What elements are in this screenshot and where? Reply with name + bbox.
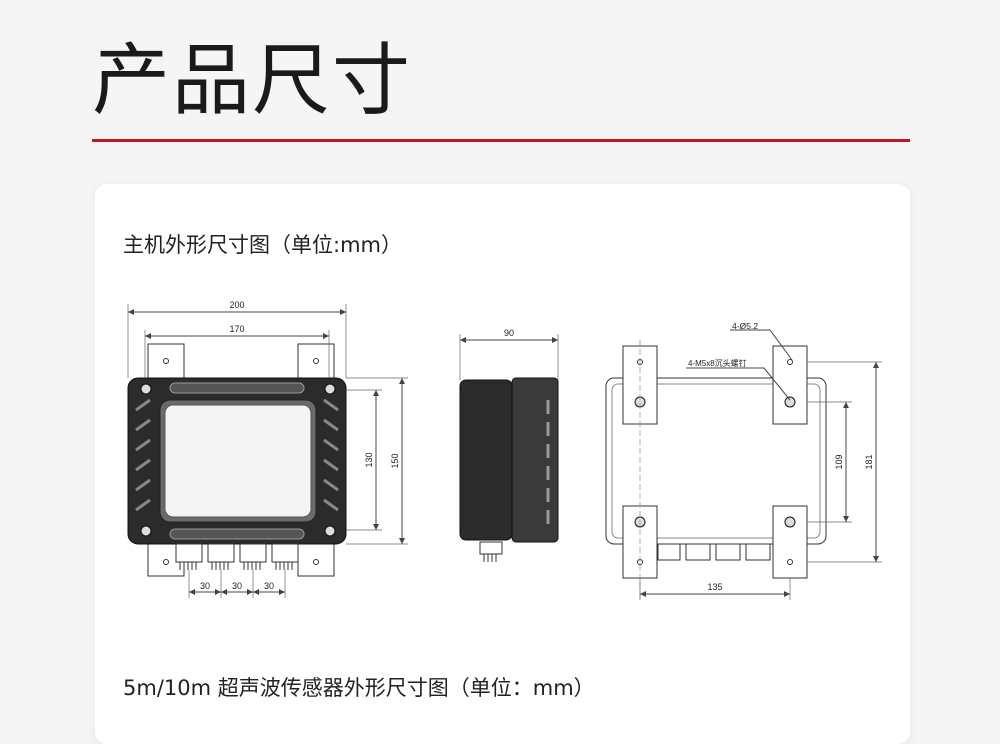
dim-front-width-inner: 170 (229, 324, 244, 334)
dim-front-height-overall: 150 (390, 453, 400, 468)
label-mounting-holes: 4-Ø5.2 (732, 321, 758, 331)
dim-gland-pitch-3: 30 (264, 581, 274, 591)
title-divider (92, 139, 910, 142)
sensor-caption: 5m/10m 超声波传感器外形尺寸图（单位：mm） (123, 676, 595, 700)
dim-gland-pitch-1: 30 (200, 581, 210, 591)
dim-back-total-height: 181 (864, 454, 874, 469)
label-countersunk-screws: 4-M5x8沉头螺钉 (688, 358, 747, 368)
dimension-drawings: 200 170 130 150 30 30 30 90 (127, 300, 882, 600)
front-view (127, 304, 408, 598)
dim-gland-pitch-2: 30 (232, 581, 242, 591)
page-title: 产品尺寸 (92, 36, 413, 126)
side-view (459, 334, 559, 562)
dim-front-width-overall: 200 (229, 300, 244, 310)
dim-back-hole-spacing-height: 109 (834, 454, 844, 469)
dim-side-depth: 90 (504, 328, 514, 338)
back-view (605, 329, 882, 600)
main-unit-caption: 主机外形尺寸图（单位:mm） (123, 233, 402, 257)
dim-back-hole-spacing-width: 135 (707, 582, 722, 592)
dim-front-height-inner: 130 (364, 452, 374, 467)
